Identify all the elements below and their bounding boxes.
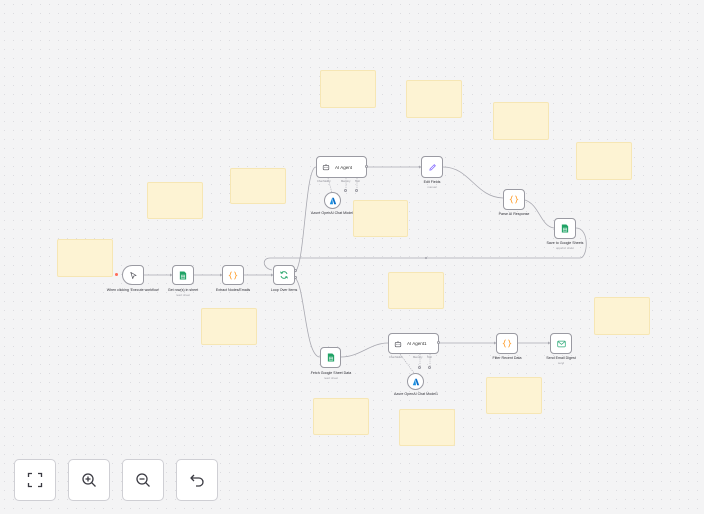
node-label: When clicking 'Execute workflow': [106, 288, 160, 292]
node-label: Send Email Digest: [546, 356, 576, 360]
sticky-note[interactable]: [147, 182, 203, 219]
port-label: Memory: [413, 356, 423, 359]
node-edit-fields[interactable]: [421, 156, 443, 178]
sticky-note[interactable]: [57, 239, 113, 277]
node-azure-chat-model-1[interactable]: [407, 373, 424, 390]
zoom-out-button[interactable]: [122, 459, 164, 501]
fit-view-icon: [27, 472, 43, 488]
node-label: Azure OpenAI Chat Model1: [394, 392, 438, 396]
node-azure-chat-model[interactable]: [324, 192, 341, 209]
sticky-note[interactable]: [406, 80, 462, 118]
node-subtitle: read: sheet: [176, 293, 190, 297]
port-label: Chat Model: [317, 180, 331, 183]
sticky-note[interactable]: [313, 398, 369, 435]
node-label: Extract Nodes/Emails: [215, 288, 251, 292]
undo-button[interactable]: [176, 459, 218, 501]
node-loop-over-items[interactable]: [273, 265, 295, 285]
node-label: AI Agent1: [407, 341, 427, 346]
node-label: Parse AI Response: [498, 212, 530, 216]
zoom-in-icon: [82, 473, 96, 487]
sub-port[interactable]: [344, 189, 347, 192]
node-send-email-digest[interactable]: [550, 333, 572, 354]
undo-icon: [190, 474, 204, 487]
code-braces-icon: [502, 339, 512, 348]
node-label: Save to Google Sheets: [546, 241, 584, 245]
zoom-in-button[interactable]: [68, 459, 110, 501]
sticky-note[interactable]: [594, 297, 650, 335]
node-label: Filter Recent Data: [492, 356, 522, 360]
robot-icon: [394, 340, 402, 347]
node-manual-trigger[interactable]: [122, 265, 144, 285]
robot-icon: [322, 163, 330, 171]
sticky-note[interactable]: [486, 377, 542, 414]
output-port[interactable]: [437, 341, 440, 344]
trigger-indicator: [115, 273, 118, 276]
port-label: Chat Model: [389, 356, 403, 359]
google-sheets-icon: [561, 224, 569, 233]
node-save-google-sheets[interactable]: [554, 218, 576, 239]
zoom-out-icon: [136, 473, 150, 487]
node-subtitle: read: sheet: [324, 376, 338, 380]
node-extract-emails[interactable]: [222, 265, 244, 285]
node-label: Edit Fields: [423, 180, 441, 184]
node-ai-agent-1[interactable]: AI Agent1: [388, 333, 439, 354]
sub-port[interactable]: [418, 366, 421, 369]
port-label: Memory: [341, 180, 351, 183]
azure-icon: [329, 197, 336, 204]
google-sheets-icon: [327, 353, 334, 362]
loop-arrows-icon: [280, 271, 288, 279]
sticky-note[interactable]: [230, 168, 286, 204]
code-braces-icon: [228, 270, 238, 280]
sticky-note[interactable]: [320, 70, 376, 108]
node-subtitle: send: [557, 361, 565, 365]
node-subtitle: manual: [427, 185, 437, 189]
code-braces-icon: [509, 195, 519, 204]
azure-icon: [412, 378, 419, 385]
node-parse-ai-response[interactable]: [503, 189, 525, 210]
node-fetch-google-sheet[interactable]: [320, 347, 341, 368]
node-filter-recent-data[interactable]: [496, 333, 518, 354]
sticky-note[interactable]: [353, 200, 408, 237]
port-label: Tool: [355, 180, 360, 183]
node-label: Get row(s) in sheet: [167, 288, 199, 292]
sticky-note[interactable]: [201, 308, 257, 345]
node-get-rows[interactable]: [172, 265, 194, 285]
output-port[interactable]: [365, 165, 368, 168]
sticky-note[interactable]: [493, 102, 549, 140]
output-port[interactable]: [294, 269, 297, 272]
sticky-note[interactable]: [388, 272, 444, 309]
fit-view-button[interactable]: [14, 459, 56, 501]
sub-port[interactable]: [428, 366, 431, 369]
node-subtitle: append: sheet: [556, 246, 574, 250]
output-port[interactable]: [294, 276, 297, 279]
port-label: Tool: [427, 356, 432, 359]
cursor-click-icon: [129, 271, 137, 279]
envelope-icon: [556, 340, 566, 347]
sub-port[interactable]: [355, 189, 358, 192]
node-ai-agent[interactable]: AI Agent: [316, 156, 367, 178]
google-sheets-icon: [179, 270, 187, 280]
node-label: Fetch Google Sheet Data: [310, 371, 352, 375]
node-label: AI Agent: [335, 164, 353, 170]
pencil-icon: [428, 163, 436, 171]
sticky-note[interactable]: [576, 142, 632, 180]
node-label: Loop Over Items: [270, 288, 298, 292]
node-label: Azure OpenAI Chat Model: [311, 211, 353, 215]
sticky-note[interactable]: [399, 409, 455, 446]
